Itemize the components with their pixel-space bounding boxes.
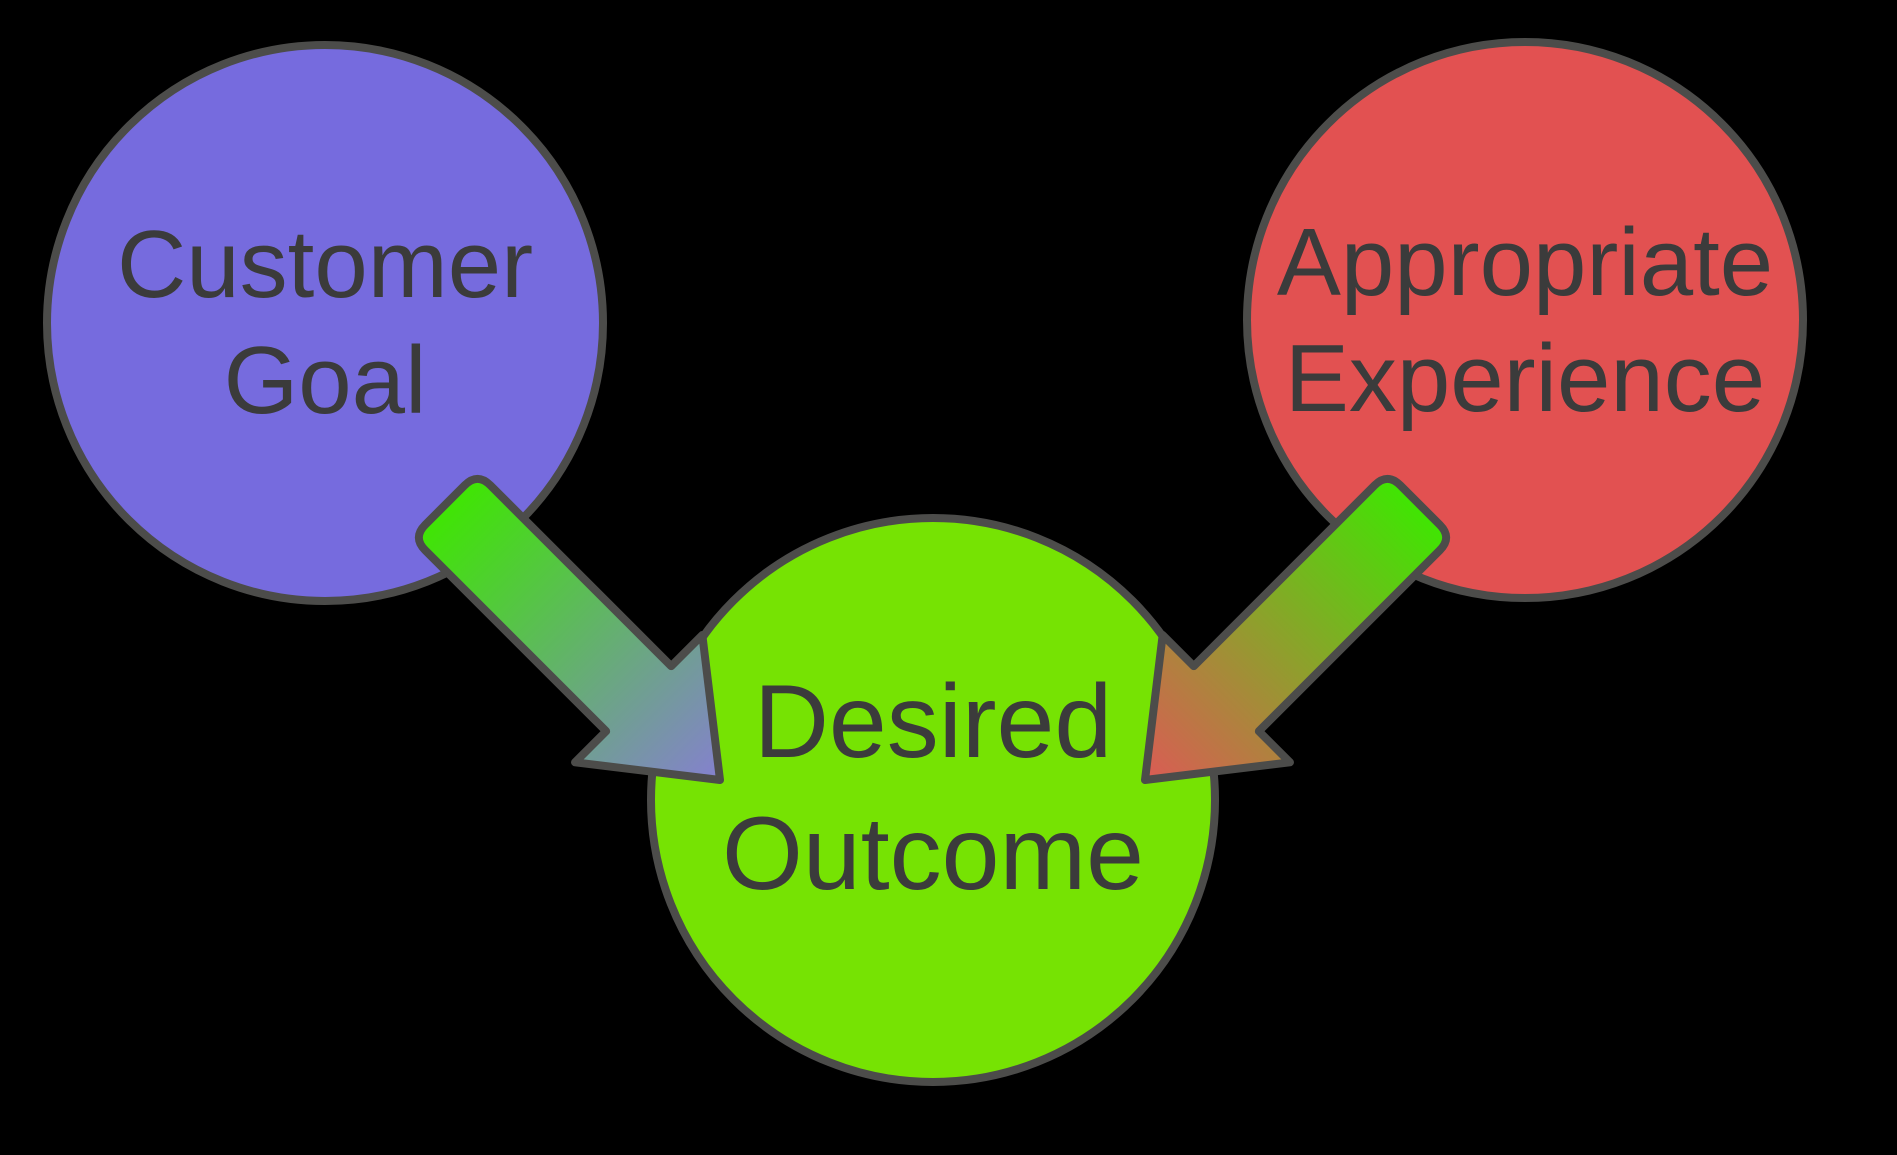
node-desired-outcome-labels: Desired Outcome <box>722 664 1144 912</box>
arrow-experience-to-outcome <box>1141 474 1451 784</box>
desired-outcome-circle <box>647 514 1219 1086</box>
arrow-goal-to-outcome <box>414 474 724 784</box>
customer-goal-circle <box>43 41 607 605</box>
appropriate-experience-label-line2: Experience <box>1285 325 1765 432</box>
customer-goal-label-line1: Customer <box>117 211 533 318</box>
node-desired-outcome <box>647 514 1219 1086</box>
appropriate-experience-label-line1: Appropriate <box>1277 209 1773 316</box>
desired-outcome-label-line1: Desired <box>754 664 1112 780</box>
node-appropriate-experience: Appropriate Experience <box>1243 38 1807 602</box>
customer-goal-label-line2: Goal <box>224 327 427 434</box>
appropriate-experience-circle <box>1243 38 1807 602</box>
node-customer-goal: Customer Goal <box>43 41 607 605</box>
desired-outcome-label-line2: Outcome <box>722 796 1144 912</box>
